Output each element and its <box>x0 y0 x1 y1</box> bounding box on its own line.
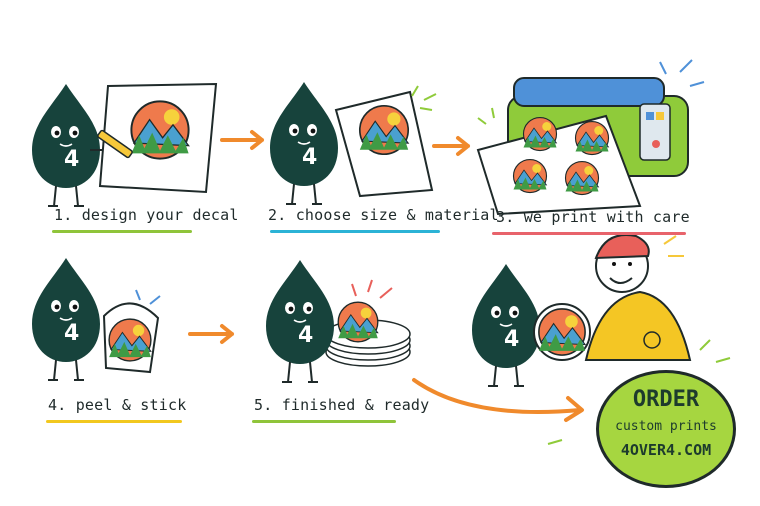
mascot-number: 4 <box>64 321 79 346</box>
step-1-underline <box>52 230 192 233</box>
step-3-label: 3. we print with care <box>496 208 690 226</box>
step-4-label: 4. peel & stick <box>48 396 187 414</box>
mascot-number: 4 <box>504 327 519 352</box>
mascot-icon <box>31 83 101 207</box>
step-2-scene: 4 <box>269 81 437 205</box>
thumbs-up-icon <box>643 331 661 349</box>
mascot-icon <box>269 81 339 205</box>
step-5-scene: 4 <box>265 259 411 383</box>
sticker-icon <box>538 308 586 356</box>
arrow-2-to-3 <box>432 136 470 156</box>
order-subtitle: custom prints <box>615 419 717 434</box>
pencil-icon <box>90 129 133 159</box>
sparkle-lines-icon <box>411 85 437 111</box>
printed-sticker-icon <box>574 120 610 156</box>
order-website-link[interactable]: 4OVER4.COM <box>620 441 712 459</box>
mascot-number: 4 <box>302 145 317 170</box>
printed-sticker-icon <box>522 116 558 152</box>
sparkle-lines-icon <box>547 439 563 445</box>
mascot-number: 4 <box>64 147 79 172</box>
step-4-underline <box>46 420 182 423</box>
sparkle-lines-icon <box>663 235 684 257</box>
arrow-4-to-5 <box>188 324 234 344</box>
step-1-label: 1. design your decal <box>54 206 239 224</box>
sparkle-lines-icon <box>699 339 731 363</box>
step-5-label: 5. finished & ready <box>254 396 430 414</box>
order-title: ORDER <box>632 387 700 412</box>
mascot-number: 4 <box>298 323 313 348</box>
step-3-underline <box>492 232 686 235</box>
printed-sticker-icon <box>564 160 600 196</box>
sticker-design-icon <box>130 100 190 160</box>
sparkle-lines-icon <box>659 59 705 87</box>
arrow-to-order <box>412 378 584 422</box>
sticker-icon <box>337 301 379 343</box>
step-2-label: 2. choose size & material <box>268 206 499 224</box>
mascot-icon <box>31 257 101 381</box>
customer-hoodie <box>584 290 692 361</box>
printer-control-panel <box>639 103 671 161</box>
customer-cap <box>594 234 650 260</box>
sparkle-lines-icon <box>135 289 161 305</box>
step-1-scene: 4 <box>31 82 218 207</box>
handoff-scene: 4 <box>471 234 692 387</box>
arrow-1-to-2 <box>220 130 264 150</box>
step-2-underline <box>270 230 440 233</box>
step-3-scene <box>476 59 705 216</box>
sparkle-lines-icon <box>351 279 393 299</box>
mascot-icon <box>471 263 541 387</box>
order-badge[interactable]: ORDER custom prints 4OVER4.COM <box>596 370 736 488</box>
printer-top <box>513 77 665 107</box>
mascot-icon <box>265 259 335 383</box>
step-4-scene: 4 <box>31 257 161 381</box>
printed-sticker-icon <box>512 158 548 194</box>
sticker-sample-icon <box>358 104 410 156</box>
step-5-underline <box>252 420 396 423</box>
sticker-icon <box>108 318 152 362</box>
